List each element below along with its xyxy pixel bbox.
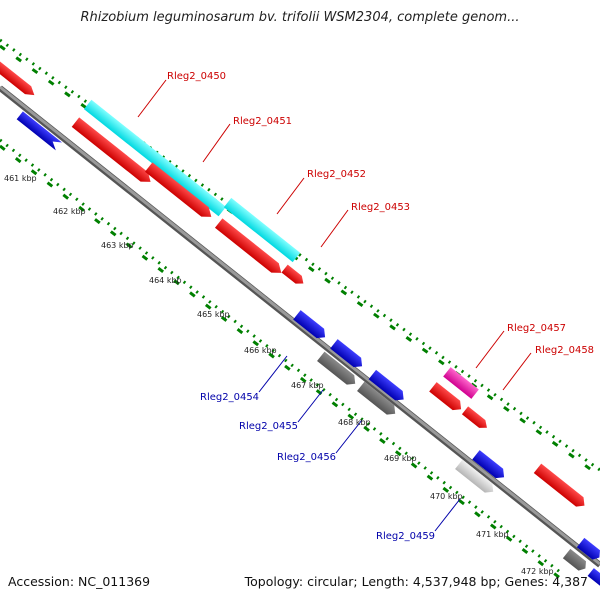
- gene-label-rleg2-0450[interactable]: Rleg2_0450: [167, 71, 226, 82]
- tick-row-outer-1: [0, 38, 600, 472]
- tick-row-inner-1: [0, 138, 561, 574]
- gene-feature[interactable]: [455, 459, 497, 497]
- gene-label-rleg2-0455[interactable]: Rleg2_0455: [239, 421, 298, 432]
- gene-feature[interactable]: [144, 162, 215, 221]
- gene-label-rleg2-0453[interactable]: Rleg2_0453: [351, 202, 410, 213]
- gene-label-rleg2-0454[interactable]: Rleg2_0454: [200, 392, 259, 403]
- gene-feature[interactable]: [461, 406, 490, 431]
- label-connector: [258, 355, 288, 393]
- gene-label-rleg2-0458[interactable]: Rleg2_0458: [535, 345, 594, 356]
- tick-label: 464 kbp: [149, 276, 182, 285]
- genome-summary-text: Topology: circular; Length: 4,537,948 bp…: [244, 574, 588, 589]
- gene-feature[interactable]: [562, 548, 589, 573]
- gene-feature[interactable]: [0, 58, 37, 99]
- gene-feature[interactable]: [429, 382, 465, 414]
- gene-label-rleg2-0459[interactable]: Rleg2_0459: [376, 531, 435, 542]
- label-connector: [434, 498, 461, 532]
- gene-feature[interactable]: [71, 117, 155, 186]
- map-title: Rhizobium leguminosarum bv. trifolii WSM…: [80, 10, 520, 25]
- gene-feature[interactable]: [281, 264, 306, 288]
- tick-label: 472 kbp: [521, 567, 554, 576]
- gene-label-rleg2-0456[interactable]: Rleg2_0456: [277, 452, 336, 463]
- tick-label: 463 kbp: [101, 241, 134, 250]
- tick-label: 468 kbp: [338, 418, 371, 427]
- label-connector: [475, 330, 505, 369]
- gene-feature[interactable]: [330, 339, 366, 371]
- tick-label: 462 kbp: [53, 207, 86, 216]
- gene-feature[interactable]: [293, 310, 329, 342]
- gene-label-rleg2-0452[interactable]: Rleg2_0452: [307, 169, 366, 180]
- gene-label-rleg2-0451[interactable]: Rleg2_0451: [233, 116, 292, 127]
- label-connector: [320, 209, 349, 248]
- gene-feature[interactable]: [472, 450, 508, 482]
- label-connector: [202, 123, 231, 163]
- tick-label: 467 kbp: [291, 381, 324, 390]
- gene-feature[interactable]: [16, 111, 63, 151]
- tick-label: 469 kbp: [384, 454, 417, 463]
- accession-text: Accession: NC_011369: [8, 574, 151, 589]
- tick-label: 470 kbp: [430, 492, 463, 501]
- gene-feature[interactable]: [576, 537, 600, 562]
- tick-label: 466 kbp: [244, 346, 277, 355]
- gene-feature[interactable]: [214, 218, 285, 277]
- genome-backbone-highlight: [0, 85, 600, 566]
- gene-feature[interactable]: [357, 381, 399, 419]
- gene-feature[interactable]: [368, 369, 408, 404]
- gene-feature[interactable]: [317, 351, 359, 389]
- label-connector: [276, 177, 305, 215]
- gene-feature[interactable]: [223, 197, 301, 263]
- label-connector: [502, 352, 532, 391]
- label-connector: [297, 389, 324, 423]
- gene-label-rleg2-0457[interactable]: Rleg2_0457: [507, 323, 566, 334]
- tick-label: 461 kbp: [4, 174, 37, 183]
- gene-feature[interactable]: [443, 367, 479, 399]
- tick-label: 471 kbp: [476, 530, 509, 539]
- gene-feature[interactable]: [533, 463, 588, 511]
- label-connector: [137, 79, 167, 118]
- label-connector: [335, 419, 363, 454]
- gene-feature[interactable]: [83, 99, 227, 217]
- gene-feature[interactable]: [587, 568, 600, 586]
- tick-label: 465 kbp: [197, 310, 230, 319]
